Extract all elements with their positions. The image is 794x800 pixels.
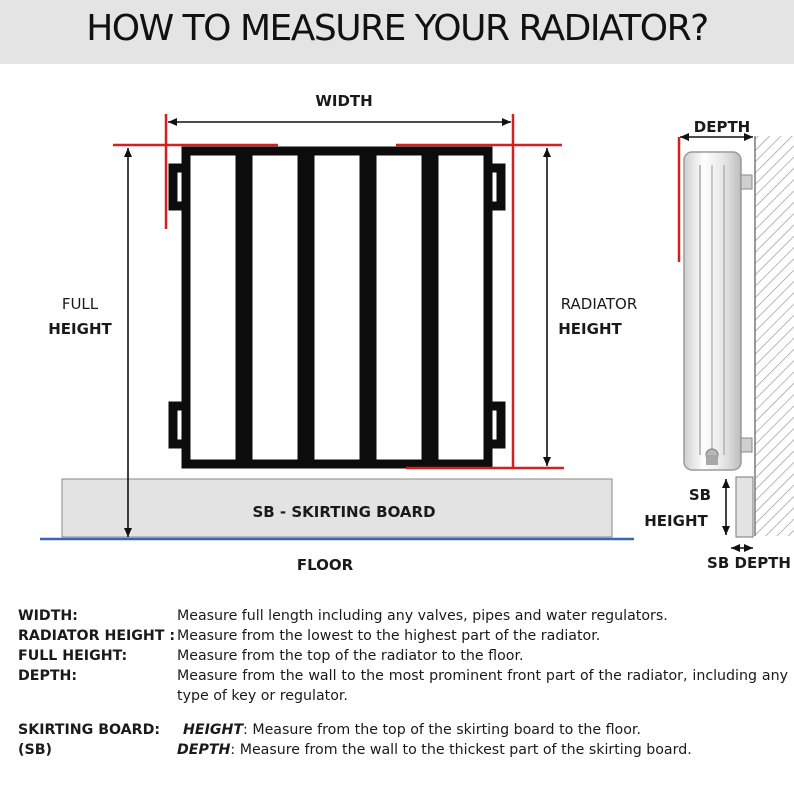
full-height-label-line1: FULL xyxy=(62,295,99,313)
legend-term: FULL HEIGHT: xyxy=(18,648,128,664)
legend-desc: : Measure from the wall to the thickest … xyxy=(230,742,692,758)
legend-desc: Measure from the wall to the most promin… xyxy=(177,668,788,704)
radiator-height-label-line2: HEIGHT xyxy=(558,320,622,338)
legend-row-full-height: FULL HEIGHT: Measure from the top of the… xyxy=(18,646,788,666)
radiator-diagram: SB - SKIRTING BOARD FLOOR xyxy=(40,92,794,574)
legend-desc: : Measure from the top of the skirting b… xyxy=(243,722,641,738)
sb-height-label-line2: HEIGHT xyxy=(644,512,708,530)
skirting-board xyxy=(61,478,613,538)
legend-key-depth: DEPTH xyxy=(177,742,231,758)
radiator-height-label-line1: RADIATOR xyxy=(561,295,638,313)
floor-label: FLOOR xyxy=(297,556,354,574)
legend-term: DEPTH: xyxy=(18,668,78,684)
legend-term: (SB) xyxy=(18,742,53,758)
title-bar xyxy=(0,0,794,64)
sb-depth-label: SB DEPTH xyxy=(707,554,791,572)
legend-term: RADIATOR HEIGHT : xyxy=(18,628,176,644)
legend-desc: Measure full length including any valves… xyxy=(177,608,668,624)
radiator-side-view xyxy=(683,151,753,471)
sb-height-label-line1: SB xyxy=(689,486,711,504)
width-label: WIDTH xyxy=(315,92,372,110)
page-title: HOW TO MEASURE YOUR RADIATOR? xyxy=(86,8,709,49)
skirting-board-label: SB - SKIRTING BOARD xyxy=(252,503,435,521)
legend-row-sb-depth: (SB) DEPTH: Measure from the wall to the… xyxy=(18,740,788,760)
depth-label: DEPTH xyxy=(694,118,750,136)
legend-row-radiator-height: RADIATOR HEIGHT : Measure from the lowes… xyxy=(18,626,788,646)
legend-term: SKIRTING BOARD: xyxy=(18,722,161,738)
legend-row-sb-height: SKIRTING BOARD: HEIGHT: Measure from the… xyxy=(18,720,788,740)
legend-term: WIDTH: xyxy=(18,608,78,624)
measurement-legend: WIDTH: Measure full length including any… xyxy=(18,606,788,760)
legend-row-depth: DEPTH: Measure from the wall to the most… xyxy=(18,666,788,708)
radiator-front xyxy=(168,146,506,469)
wall-hatch xyxy=(755,136,794,536)
legend-key-height: HEIGHT xyxy=(183,722,244,738)
legend-desc: Measure from the top of the radiator to … xyxy=(177,648,524,664)
legend-desc: Measure from the lowest to the highest p… xyxy=(177,628,601,644)
legend-row-width: WIDTH: Measure full length including any… xyxy=(18,606,788,626)
skirting-board-side xyxy=(735,476,754,538)
full-height-label-line2: HEIGHT xyxy=(48,320,112,338)
